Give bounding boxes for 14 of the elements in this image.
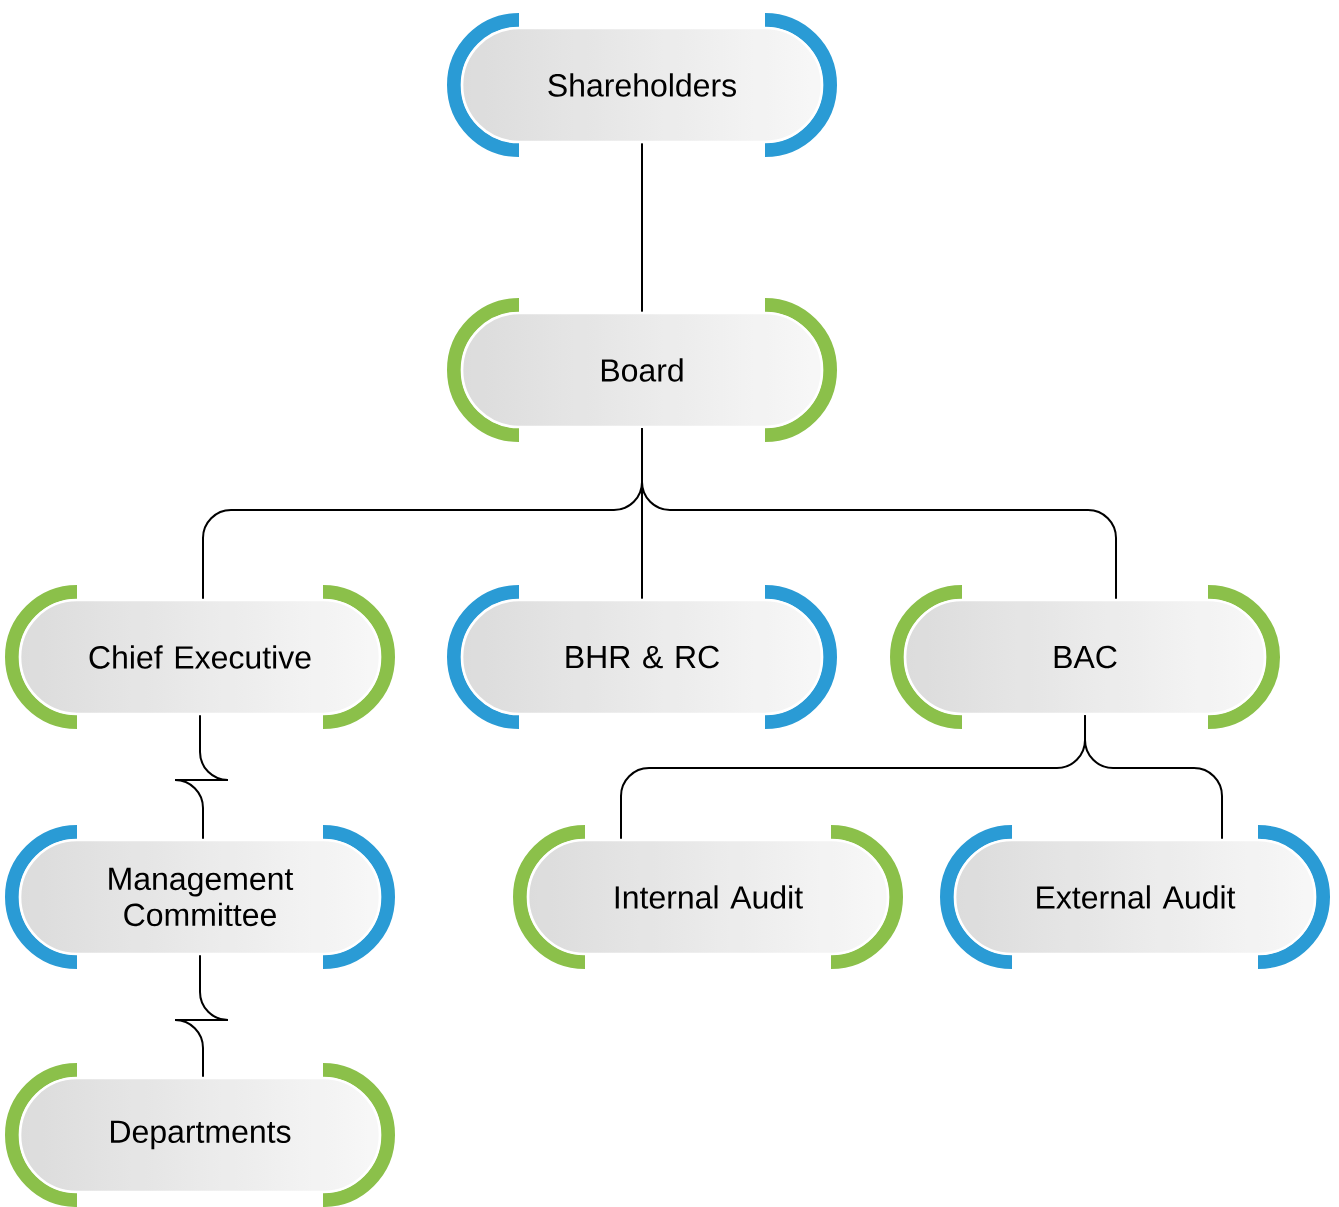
connector-line (641, 142, 643, 313)
pill-box: Management Committee (5, 825, 395, 969)
pill-box: Board (447, 298, 837, 442)
pill-box: Departments (5, 1063, 395, 1207)
pill-box: External Audit (940, 825, 1330, 969)
connector-line (641, 427, 1117, 600)
connector-line (1084, 714, 1223, 840)
pill-box: Chief Executive (5, 585, 395, 729)
pill-box: BAC (890, 585, 1280, 729)
pill-box: Internal Audit (513, 825, 903, 969)
connector-line (174, 954, 229, 1078)
pill-box: Shareholders (447, 13, 837, 157)
pill-box: BHR & RC (447, 585, 837, 729)
connector-line (174, 714, 229, 840)
